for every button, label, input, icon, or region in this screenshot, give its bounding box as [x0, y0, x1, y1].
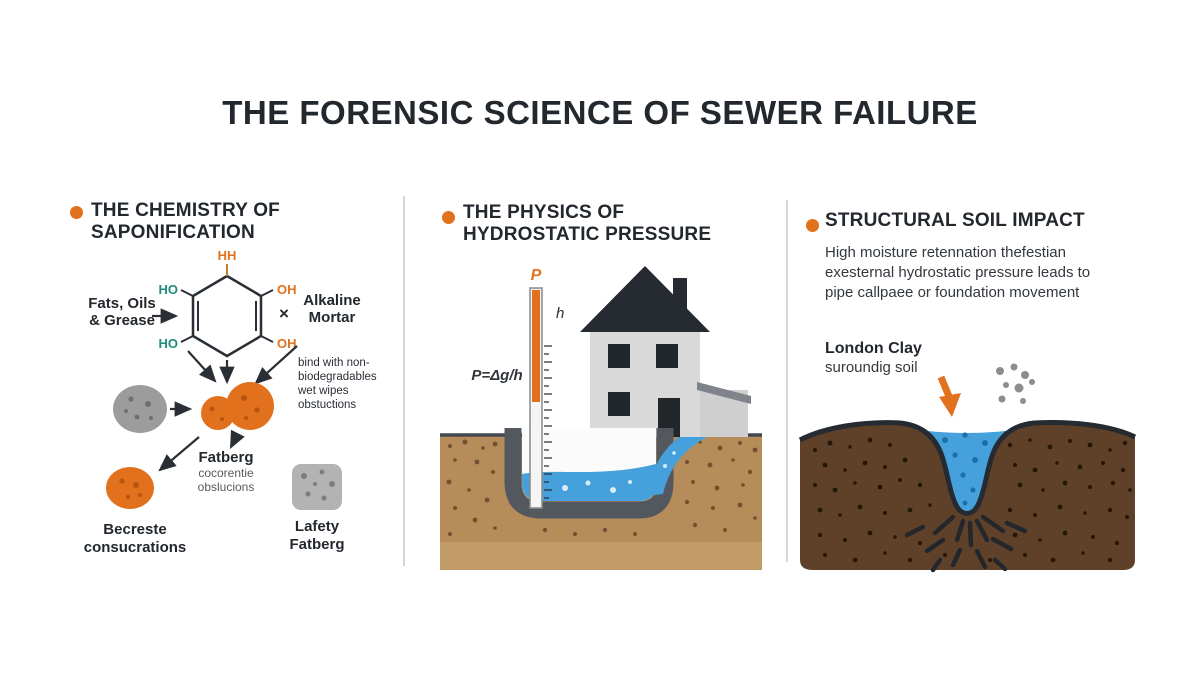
soil-heading: STRUCTURAL SOIL IMPACT — [825, 210, 1085, 231]
water-inflow-stream — [647, 437, 707, 496]
house-door — [658, 398, 680, 437]
deposit-blob — [106, 467, 154, 509]
house-body — [590, 330, 700, 437]
fatberg-blobs — [201, 382, 274, 430]
physics-heading-line2: HYDROSTATIC PRESSURE — [463, 224, 712, 246]
saponification-molecule: HH HO OH HO OH — [159, 248, 297, 358]
result-left-line2: consucrations — [84, 539, 187, 556]
wipes-note: bind with non- biodegradables wet wipes … — [297, 357, 377, 411]
wipes-note-line4: obstuctions — [298, 399, 356, 411]
annex-roof — [697, 382, 751, 404]
house — [580, 266, 751, 437]
house-window — [608, 344, 630, 368]
result-right-line2: Fatberg — [289, 536, 344, 553]
soil-description-line1: High moisture retennation thefestian — [825, 244, 1066, 261]
clay-label: London Clay — [825, 340, 922, 357]
basin-walls — [504, 428, 674, 519]
fatberg-sub-line2: obslucions — [198, 480, 255, 494]
alkaline-label-line2: Mortar — [309, 309, 356, 326]
wipes-note-line3: wet wipes — [297, 385, 349, 397]
manometer: P h — [529, 267, 564, 509]
molecule-tr-label: OH — [277, 282, 297, 297]
molecule-top-label: HH — [218, 248, 237, 263]
manometer-column — [532, 290, 540, 402]
water-bubbles — [562, 451, 676, 493]
divider-right — [786, 200, 788, 562]
fats-label-line1: Fats, Oils — [88, 295, 156, 312]
chemistry-heading-line1: THE CHEMISTRY OF — [91, 200, 280, 221]
grit-blob — [113, 385, 167, 433]
result-left-line1: Becreste — [103, 521, 166, 538]
molecule-tl-label: HO — [159, 282, 179, 297]
physics-heading: THE PHYSICS OF HYDROSTATIC PRESSURE — [463, 202, 711, 247]
molecule-bl-label: HO — [159, 336, 179, 351]
chemistry-bullet-icon — [70, 206, 83, 219]
physics-bullet-icon — [442, 211, 455, 224]
soil-description: High moisture retennation thefestian exe… — [825, 243, 1130, 302]
sewer-basin — [504, 428, 707, 519]
manometer-scale-ticks — [544, 345, 552, 499]
house-window — [608, 392, 630, 416]
infiltration-arrow-icon — [937, 375, 961, 417]
soil-bullet-icon — [806, 219, 819, 232]
concrete-block — [292, 464, 342, 510]
clay-soil-mass — [800, 422, 1135, 570]
clay-sublabel: suroundig soil — [825, 359, 918, 376]
soil-collapse-illustration — [798, 363, 1137, 573]
soil-description-line3: pipe callpaee or foundation movement — [825, 283, 1080, 301]
sinkhole-water-dots — [942, 432, 988, 506]
physics-heading-line1: THE PHYSICS OF — [463, 202, 625, 223]
fatberg-label: Fatberg — [198, 449, 253, 466]
pressure-label: P — [531, 267, 542, 284]
soil-description-line2: exesternal hydrostatic pressure leads to — [825, 263, 1091, 281]
hydrostatic-illustration: P h P=Δg/h — [440, 266, 762, 570]
molecule-br-label: OH — [277, 336, 297, 351]
times-symbol: × — [279, 304, 289, 323]
wipes-note-line2: biodegradables — [298, 371, 377, 383]
pressure-formula: P=Δg/h — [471, 367, 522, 384]
result-right-line1: Lafety — [295, 518, 340, 535]
fats-label-line2: & Grease — [89, 312, 155, 329]
divider-left — [403, 196, 405, 566]
reaction-arrows — [152, 308, 298, 472]
alkaline-label-line1: Alkaline — [303, 292, 361, 309]
height-label: h — [556, 305, 564, 322]
sinkhole-water — [907, 427, 1027, 513]
chemistry-heading: THE CHEMISTRY OF SAPONIFICATION — [91, 200, 280, 245]
page-title: THE FORENSIC SCIENCE OF SEWER FAILURE — [222, 94, 978, 131]
chemistry-heading-line2: SAPONIFICATION — [91, 222, 255, 244]
stress-cracks — [904, 514, 1028, 573]
chemistry-illustration: HH HO OH HO OH Fats, Oils & Grease × Alk… — [84, 248, 377, 556]
house-window — [656, 344, 678, 368]
house-roof — [580, 266, 710, 332]
wipes-note-line1: bind with non- — [298, 357, 370, 369]
fatberg-sub-line1: cocorentie — [198, 466, 254, 480]
debris-particles — [996, 363, 1035, 404]
soil-surface-outline — [798, 420, 1137, 516]
clay-speckles — [813, 437, 1132, 563]
